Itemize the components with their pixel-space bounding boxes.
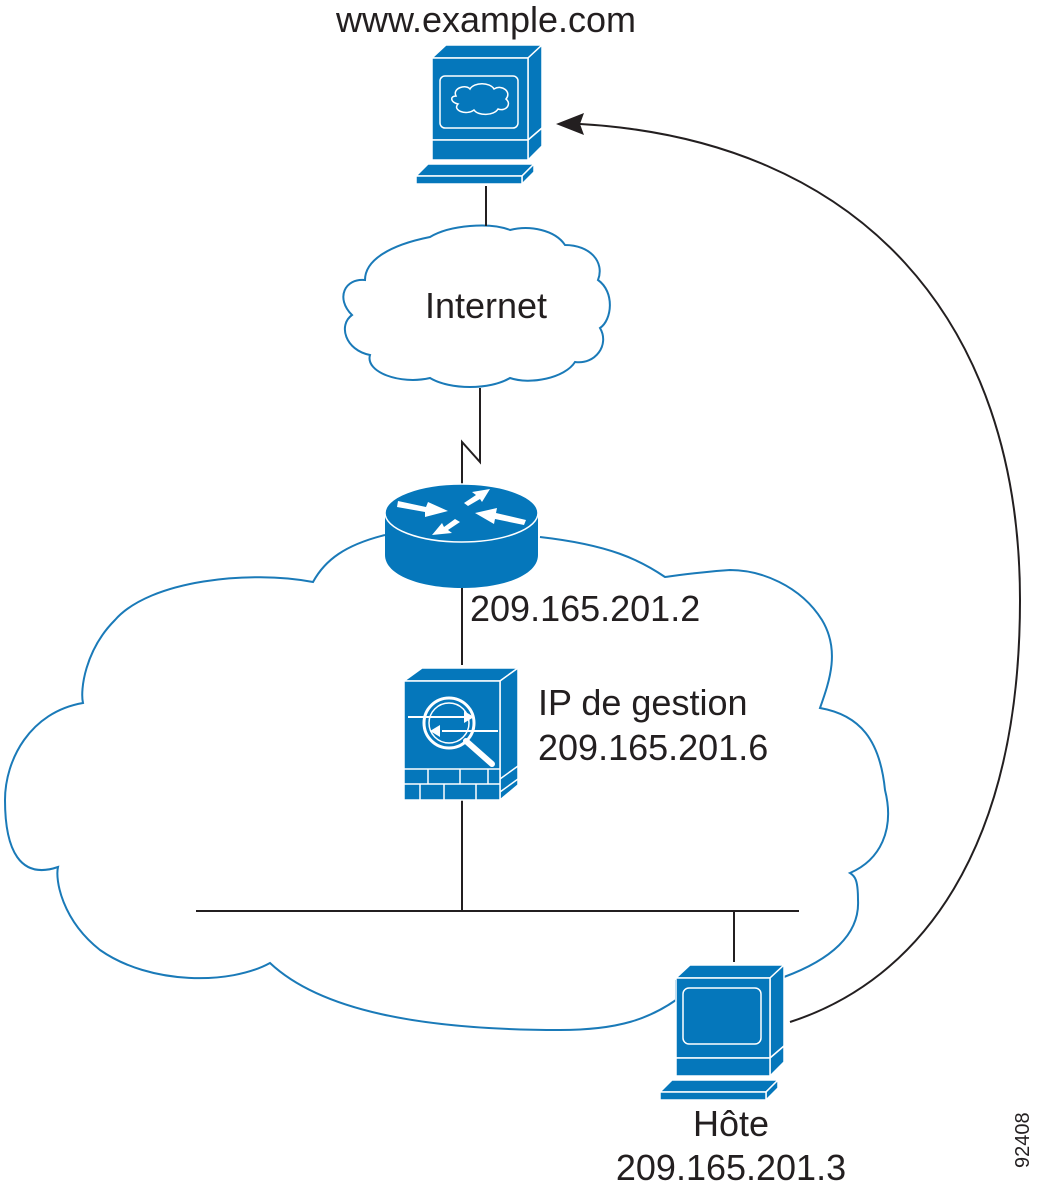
internet-label: Internet: [424, 285, 548, 326]
host-label: Hôte: [692, 1103, 770, 1144]
link-internet-router-serial: [461, 388, 481, 490]
web-server-label: www.example.com: [335, 0, 637, 40]
inside-network-cloud: [3, 534, 890, 1032]
management-ip-title: IP de gestion: [538, 682, 748, 723]
management-ip-address: 209.165.201.6: [538, 727, 769, 768]
web-server-icon[interactable]: [414, 43, 544, 186]
internet-cloud: [342, 224, 611, 388]
figure-id: 92408: [1012, 1112, 1034, 1168]
router-ip-label: 209.165.201.2: [470, 588, 701, 629]
security-appliance-icon[interactable]: [401, 666, 521, 802]
traffic-flow-arrow: [579, 123, 1022, 1023]
router-icon[interactable]: [384, 483, 539, 588]
arrowhead-icon: [556, 113, 584, 135]
workstation-icon[interactable]: [658, 963, 786, 1102]
host-ip-label: 209.165.201.3: [615, 1147, 847, 1188]
